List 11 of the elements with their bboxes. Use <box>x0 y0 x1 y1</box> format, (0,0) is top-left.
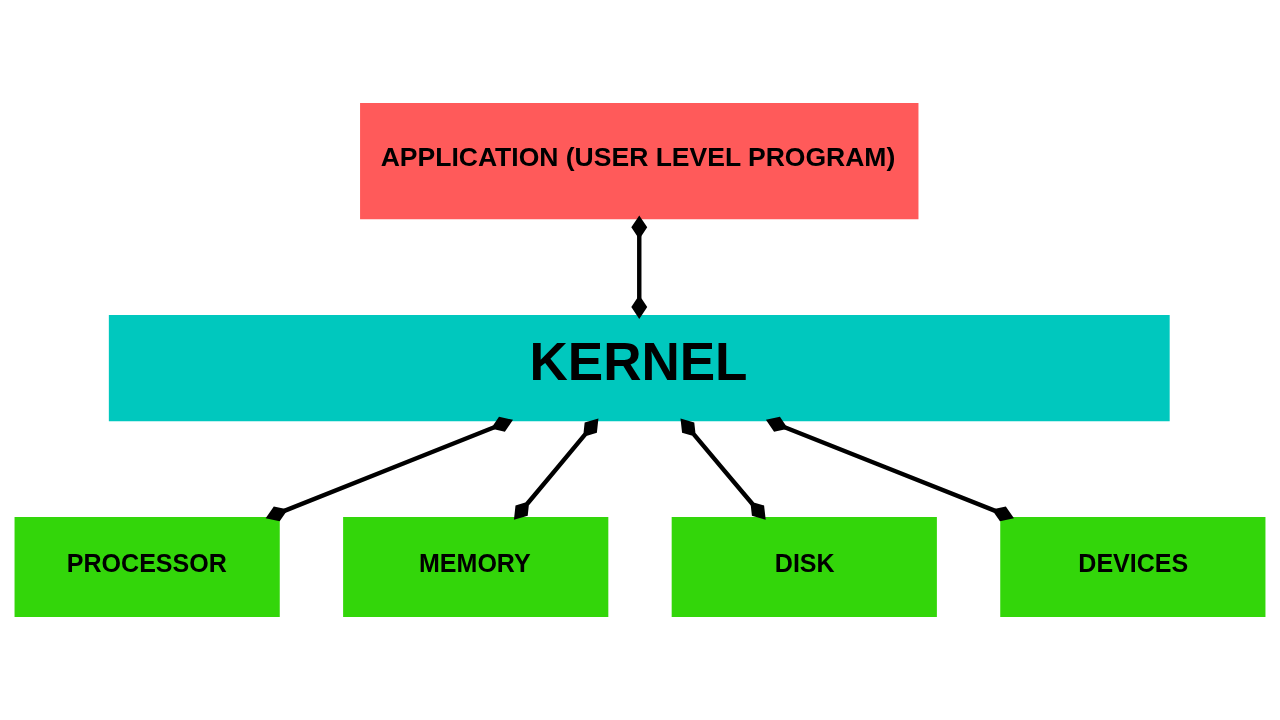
connector <box>765 416 1014 522</box>
connector <box>680 418 766 520</box>
connector <box>513 418 599 520</box>
node-box: PROCESSOR <box>14 516 280 618</box>
connector <box>631 215 648 319</box>
node-box: KERNEL <box>108 315 1170 422</box>
node-box: DEVICES <box>1000 516 1266 618</box>
node-box: DISK <box>671 516 937 618</box>
connector <box>265 416 514 522</box>
node-box: MEMORY <box>343 516 609 618</box>
node-box: APPLICATION (USER LEVEL PROGRAM) <box>360 102 919 220</box>
